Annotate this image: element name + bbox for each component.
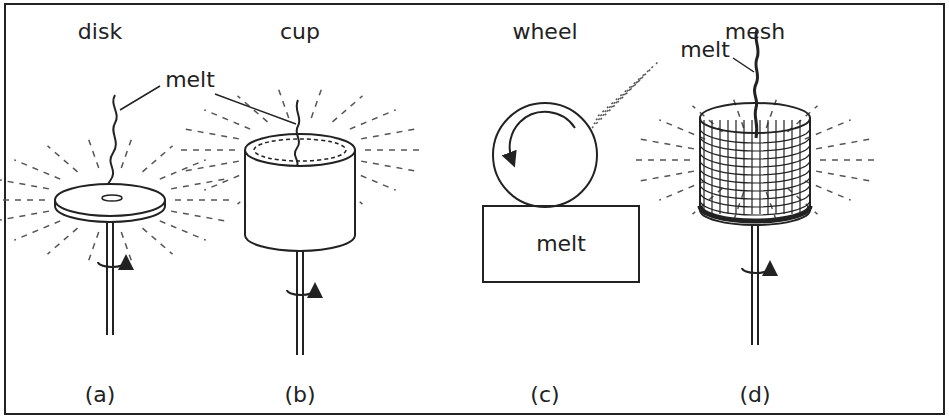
callout-label: melt [165, 68, 215, 92]
spray-dash [175, 149, 235, 151]
mesh-wire [783, 120, 784, 214]
spray-dash [14, 160, 60, 179]
spray-dash [143, 146, 173, 172]
rotation-arrow [287, 290, 315, 295]
spray-dash [121, 138, 131, 168]
spray-dash [48, 146, 78, 172]
mesh-wire [700, 160, 810, 175]
panel-letter: (d) [739, 383, 770, 407]
rotation-arrow [98, 262, 126, 267]
panel-title: disk [78, 20, 122, 44]
spray-dash [183, 161, 239, 171]
spray-dash [638, 171, 694, 181]
spray-dash [805, 181, 851, 200]
mesh-wire [700, 168, 810, 183]
mesh-wire [700, 144, 810, 159]
spray-dash [48, 228, 78, 254]
node-text: melt [536, 232, 586, 256]
mesh-wire [727, 120, 728, 214]
spray-dash [238, 96, 268, 122]
spray-dash [638, 139, 694, 149]
panel-title: wheel [512, 20, 577, 44]
frame [5, 4, 944, 414]
mesh-figure [700, 30, 810, 345]
spray-dash [204, 110, 250, 129]
leader-lines [120, 58, 754, 124]
spray-dash [160, 221, 206, 240]
mesh-wire [719, 120, 720, 214]
mesh-wire [700, 200, 810, 215]
spray-dash [204, 171, 250, 190]
spray-dash [659, 181, 705, 200]
spray-dash [0, 199, 45, 201]
disk-figure [55, 95, 165, 335]
spray-dash [805, 120, 851, 139]
spray-dash [365, 149, 425, 151]
spray-dash [88, 138, 98, 168]
spray-dash [143, 228, 173, 254]
mesh-wire [775, 120, 776, 214]
spray-dash [0, 179, 49, 189]
panel-letter: (c) [530, 383, 559, 407]
callout-label: melt [680, 38, 730, 62]
panel-title: cup [280, 20, 320, 44]
panel-letter: (a) [85, 383, 116, 407]
mesh-wire [735, 120, 736, 214]
spray-dash [361, 161, 417, 171]
spray-dash [14, 221, 60, 240]
spray-dash [350, 171, 396, 190]
spray-dash [820, 159, 880, 161]
spray-dash [311, 88, 321, 118]
spray-dash [630, 159, 690, 161]
spray-dash [592, 80, 640, 128]
mesh-wire [791, 120, 792, 214]
spray-dash [0, 211, 49, 221]
melt-stream [295, 100, 300, 166]
spray-dash [88, 232, 98, 262]
spray-dash [816, 139, 872, 149]
spray-dash [333, 96, 363, 122]
spray-dash [171, 211, 227, 221]
spray-dash [816, 171, 872, 181]
spray-lines [0, 62, 880, 262]
cup-figure [245, 100, 355, 355]
spray-dash [278, 88, 288, 118]
spray-dash [659, 120, 705, 139]
spray-dash [350, 110, 396, 129]
spray-dash [121, 232, 131, 262]
spray-dash [175, 199, 235, 201]
spray-dash [361, 129, 417, 139]
spray-dash [183, 129, 239, 139]
spray-dash [160, 160, 206, 179]
rotation-arrow [510, 112, 575, 160]
panel-title: mesh [725, 20, 785, 44]
mesh-wire [700, 192, 810, 207]
spray-dash [598, 62, 658, 116]
melt-bath: melt [482, 205, 640, 283]
mesh-wire [700, 152, 810, 167]
mesh-wire [700, 176, 810, 191]
mesh-wire [711, 120, 712, 214]
panel-letter: (b) [284, 383, 315, 407]
mesh-wire [700, 136, 810, 151]
spray-dash [171, 179, 227, 189]
melt-stream [754, 30, 758, 138]
rotation-arrow [742, 268, 770, 273]
wheel-figure [493, 103, 597, 207]
spray-dash [594, 74, 646, 124]
mesh-wire [700, 184, 810, 199]
